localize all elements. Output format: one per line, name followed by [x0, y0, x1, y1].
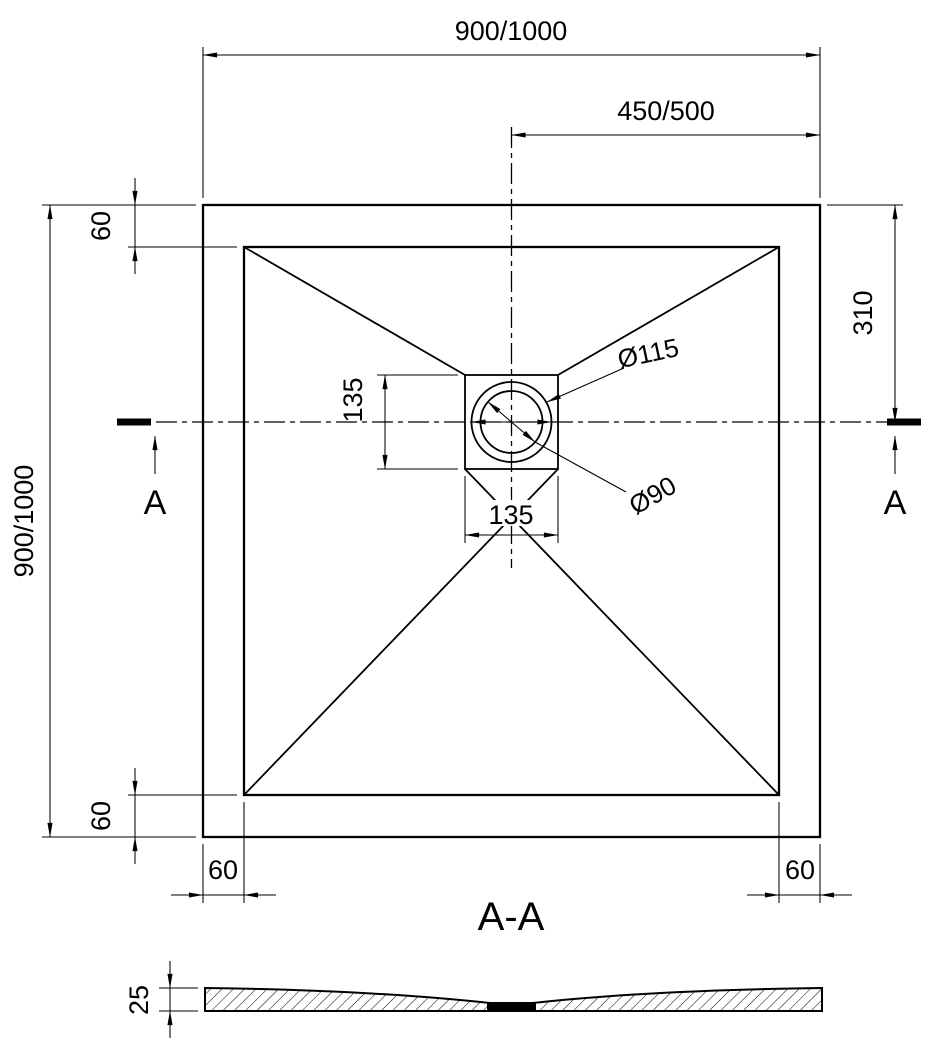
section-marker-left-label: A: [144, 484, 167, 522]
dim-drain-center-from-top: 310: [827, 204, 903, 423]
section-view: 25: [124, 961, 823, 1038]
tray-section-profile: [204, 986, 823, 1012]
dim-rim-bottom-left-label: 60: [208, 855, 238, 885]
dim-rim-bottom-right-label: 60: [785, 855, 815, 885]
dim-center-to-edge-label: 450/500: [617, 96, 715, 126]
section-drain: [487, 1002, 536, 1010]
dim-rim-bottom: 60: [86, 768, 237, 864]
dim-drain-square-width-label: 135: [488, 500, 533, 530]
dim-overall-height: 900/1000: [9, 204, 196, 838]
section-cut-marks: A A: [117, 418, 921, 522]
dim-rim-bottom-left: 60: [171, 802, 276, 903]
fold-line-top-right: [557, 246, 780, 376]
inner-diameter-arrow: [487, 401, 536, 443]
dim-thickness: 25: [124, 961, 198, 1038]
dim-thickness-label: 25: [124, 985, 154, 1015]
dim-overall-width-label: 900/1000: [455, 16, 568, 46]
dim-rim-bottom-label: 60: [86, 801, 116, 831]
dim-drain-square-height-label: 135: [338, 377, 368, 422]
dim-drain-square-width: 135: [464, 476, 559, 543]
section-title: A-A: [478, 895, 545, 939]
fold-line-top-left: [243, 246, 466, 376]
tray-outer-edge: [201, 203, 822, 839]
inner-diameter-leader: [534, 441, 627, 493]
dim-rim-top-label: 60: [86, 211, 116, 241]
tray-basin-edge: [242, 245, 781, 797]
dim-drain-center-from-top-label: 310: [848, 290, 878, 335]
drain-inner-diameter-label: Ø90: [624, 470, 682, 521]
dim-overall-width: 900/1000: [202, 16, 821, 198]
drain-outer-diameter-label: Ø115: [615, 332, 682, 374]
dim-drain-square-height: 135: [338, 374, 458, 470]
drain-diameter-callouts: Ø115 Ø90: [471, 332, 682, 521]
dim-rim-bottom-right: 60: [747, 802, 852, 903]
outer-diameter-leader: [546, 367, 625, 403]
drain-flange-square: [464, 374, 559, 470]
section-marker-right-label: A: [884, 484, 907, 522]
label-mask: [483, 500, 540, 526]
dim-center-to-edge: 450/500: [511, 96, 821, 138]
dim-overall-height-label: 900/1000: [9, 465, 39, 578]
dim-rim-top: 60: [86, 178, 237, 274]
